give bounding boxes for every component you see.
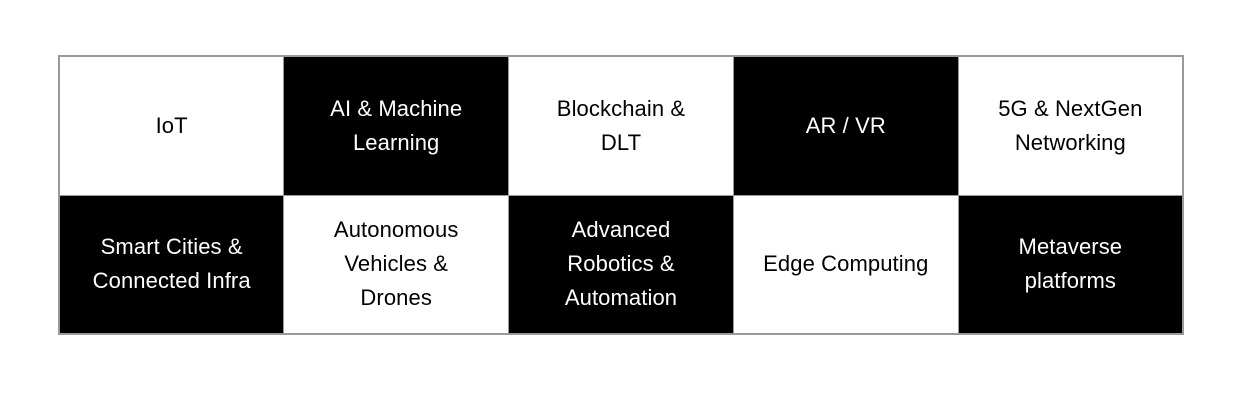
- grid-cell-r1c4[interactable]: AR / VR: [732, 55, 959, 196]
- grid-cell-label: Edge Computing: [763, 251, 929, 277]
- grid-cell-r2c5[interactable]: Metaverse platforms: [957, 194, 1184, 335]
- grid-cell-r2c4[interactable]: Edge Computing: [732, 194, 959, 335]
- grid-row-2: Smart Cities & Connected Infra Autonomou…: [58, 194, 1184, 335]
- grid-cell-label: AI & Machine Learning: [330, 95, 463, 155]
- grid-body: IoT AI & Machine Learning Blockchain & D…: [58, 55, 1184, 335]
- grid-cell-label: IoT: [155, 112, 188, 138]
- grid-cell-r2c2[interactable]: Autonomous Vehicles & Drones: [283, 194, 510, 335]
- grid-row-1: IoT AI & Machine Learning Blockchain & D…: [58, 55, 1184, 196]
- grid-cell-label: AR / VR: [805, 112, 886, 138]
- grid-cell-label: Advanced Robotics & Automation: [564, 217, 678, 311]
- grid-cell-label: Smart Cities & Connected Infra: [92, 234, 251, 294]
- grid-cell-label: Metaverse platforms: [1018, 234, 1123, 294]
- grid-cell-label: Blockchain & DLT: [556, 95, 686, 155]
- grid-cell-r1c2[interactable]: AI & Machine Learning: [283, 55, 510, 196]
- grid-cell-r1c1[interactable]: IoT: [58, 55, 285, 196]
- grid-cell-r2c3[interactable]: Advanced Robotics & Automation: [508, 194, 734, 335]
- grid-cell-label: 5G & NextGen Networking: [998, 95, 1143, 155]
- grid-cell-label: Autonomous Vehicles & Drones: [333, 217, 459, 311]
- grid-cell-r1c5[interactable]: 5G & NextGen Networking: [957, 55, 1184, 196]
- grid-cell-r2c1[interactable]: Smart Cities & Connected Infra: [58, 194, 285, 335]
- technology-domains-grid: IoT AI & Machine Learning Blockchain & D…: [58, 55, 1184, 335]
- grid-cell-r1c3[interactable]: Blockchain & DLT: [508, 55, 734, 196]
